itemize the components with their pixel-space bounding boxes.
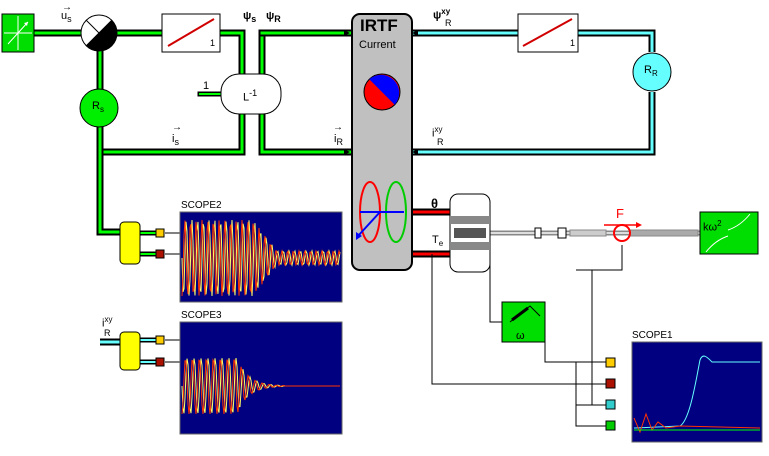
scope1-trace-red [633,412,761,434]
scope1-title: SCOPE1 [632,330,673,341]
l-inverse-label: L-1 [243,88,258,104]
mux-scope1 [605,357,616,431]
psi-r-xy-label: ψxy [433,7,451,22]
force-label: F [616,206,624,221]
scope3-trace-red [181,358,340,415]
omega-label: ω [516,330,525,342]
us-vector-arrow: → [62,2,72,13]
theta-label: θ [431,196,439,211]
irtf-port-arrows [344,30,418,155]
gain2-label: 1 [570,38,576,48]
scope1-display[interactable] [631,341,763,443]
stator-wires [30,29,354,236]
force-sensor[interactable] [604,222,642,242]
us-label: us [61,10,72,25]
kw2-label: kω2 [703,219,722,234]
gain-block-rotor[interactable] [517,13,579,53]
summing-junction[interactable] [80,14,118,52]
is-label: is [172,133,179,148]
rotor-resistance-block[interactable] [632,52,672,92]
electrical-machine-block[interactable] [449,193,491,273]
speed-sensor-block[interactable] [501,301,546,343]
shaft-coupling [534,227,699,239]
scope2-title: SCOPE2 [181,200,222,211]
scope1-trace-cyan [633,355,760,429]
irtf-block[interactable] [351,13,413,271]
load-torque-block[interactable] [699,211,759,255]
inverse-inductance-block[interactable] [220,73,282,115]
ir-xy-label-scope3: ixy [102,315,113,330]
ir-xy-label: ixy [432,125,443,140]
scope3-title: SCOPE3 [181,310,222,321]
psi-s-label: ψs [243,10,257,25]
constant-one-label: 1 [203,80,210,92]
ir-xy-sub-scope3: R [104,328,111,338]
mux-scope3[interactable] [119,331,165,371]
is-vector-arrow: → [172,122,182,133]
irtf-title: IRTF [360,16,398,35]
ir-vector-arrow: → [333,122,343,133]
rr-label: RR [644,64,658,79]
stator-resistance-block[interactable] [79,88,119,128]
ir-label: iR [334,133,343,148]
rs-label: Rs [92,100,104,115]
psi-r-xy-sub: R [445,18,452,28]
scope2-display[interactable] [179,211,343,303]
ir-xy-sub: R [437,137,444,147]
mux-scope2[interactable] [119,221,165,265]
scope2-trace-red [181,219,341,297]
te-label: Te [432,234,444,249]
gain1-label: 1 [210,38,216,48]
step-source-block[interactable] [1,13,35,53]
gain-block-stator[interactable] [161,13,221,53]
scope3-display[interactable] [179,321,343,435]
irtf-subtitle: Current [359,39,396,51]
psi-r-label: ψR [266,10,281,25]
